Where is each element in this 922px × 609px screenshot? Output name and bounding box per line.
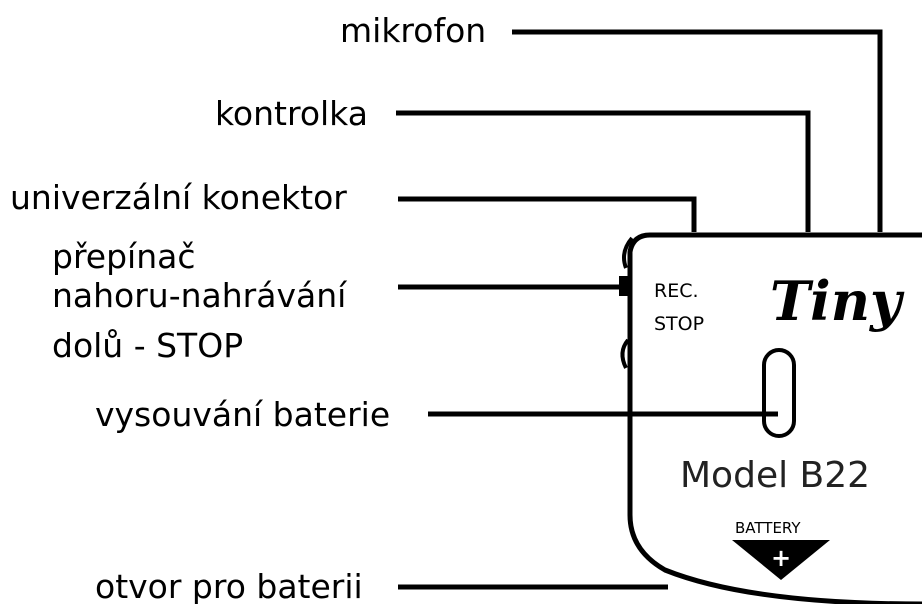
switch-housing-bottom <box>620 338 630 369</box>
leader-microphone <box>512 29 883 232</box>
label-switch-line2: nahoru-nahrávání <box>52 276 348 315</box>
device-body <box>627 232 922 607</box>
model-label: Model B22 <box>680 455 870 496</box>
leader-connector <box>398 196 697 232</box>
battery-label: BATTERY <box>735 519 801 537</box>
label-indicator: kontrolka <box>215 94 368 133</box>
label-battery-slot: otvor pro baterii <box>95 567 363 604</box>
battery-plus-sign: + <box>771 544 791 572</box>
label-connector: univerzální konektor <box>10 178 347 217</box>
switch-housing-top <box>622 236 634 269</box>
leader-indicator <box>396 110 811 232</box>
label-switch-line1: přepínač <box>52 237 196 276</box>
brand-logo: Tiny <box>770 269 905 333</box>
switch-knob <box>619 276 631 296</box>
label-battery-eject: vysouvání baterie <box>95 395 390 434</box>
stop-label: STOP <box>654 313 704 335</box>
rec-label: REC. <box>654 280 699 302</box>
battery-triangle <box>732 540 830 580</box>
battery-eject-slot <box>762 348 796 438</box>
label-microphone: mikrofon <box>340 11 486 50</box>
label-switch-line3: dolů - STOP <box>52 326 243 365</box>
